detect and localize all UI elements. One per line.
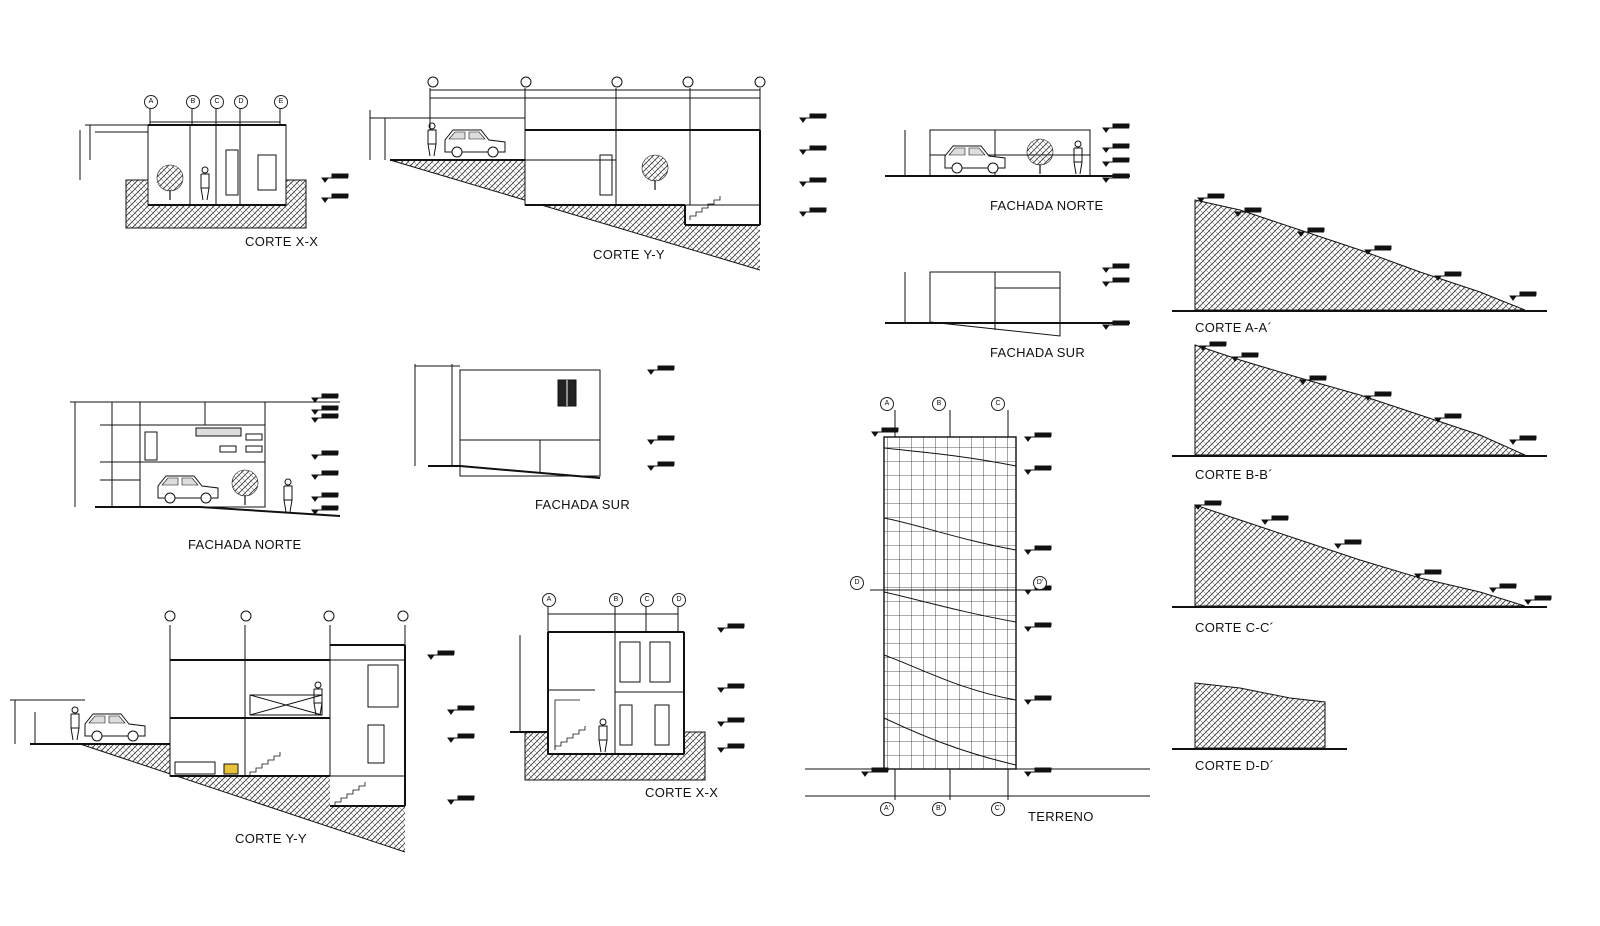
- corte-dd-drawing: [1172, 682, 1347, 750]
- axis-bubble-icon: B: [186, 95, 200, 109]
- axis-bubble-icon: D: [672, 593, 686, 607]
- title-corte-xx-bottom: CORTE X-X: [645, 785, 719, 800]
- title-terreno: TERRENO: [1028, 809, 1094, 824]
- corte-xx-bottom-drawing: [510, 606, 745, 781]
- axis-bubble-icon: C: [210, 95, 224, 109]
- fachada-norte-right-drawing: [885, 123, 1130, 183]
- corte-yy-bottom-drawing: [10, 610, 475, 853]
- title-corte-xx-top: CORTE X-X: [245, 234, 319, 249]
- axis-bubble-icon: D': [1033, 576, 1047, 590]
- axis-bubble-icon: C': [991, 802, 1005, 816]
- title-fachada-sur-right: FACHADA SUR: [990, 345, 1086, 360]
- axis-bubble-icon: A: [880, 397, 894, 411]
- axis-bubble-icon: B: [932, 397, 946, 411]
- corte-cc-drawing: [1172, 500, 1552, 608]
- title-corte-aa: CORTE A-A´: [1195, 320, 1273, 335]
- fachada-sur-mid-drawing: [414, 364, 675, 479]
- axis-bubble-icon: B': [932, 802, 946, 816]
- axis-bubble-icon: A': [880, 802, 894, 816]
- corte-yy-top-drawing: [369, 76, 827, 271]
- title-fachada-norte-right: FACHADA NORTE: [990, 198, 1104, 213]
- axis-bubble-icon: A: [144, 95, 158, 109]
- axis-bubble-icon: D: [850, 576, 864, 590]
- title-corte-bb: CORTE B-B´: [1195, 467, 1273, 482]
- axis-bubble-icon: C: [991, 397, 1005, 411]
- terreno-drawing: [805, 410, 1150, 800]
- fachada-norte-left-drawing: [70, 393, 341, 517]
- axis-bubble-icon: A: [542, 593, 556, 607]
- corte-bb-drawing: [1172, 341, 1547, 457]
- axis-bubble-icon: B: [609, 593, 623, 607]
- corte-aa-drawing: [1172, 193, 1547, 312]
- fachada-sur-right-drawing: [885, 263, 1130, 337]
- title-fachada-sur-mid: FACHADA SUR: [535, 497, 631, 512]
- axis-bubble-icon: C: [640, 593, 654, 607]
- title-corte-cc: CORTE C-C´: [1195, 620, 1275, 635]
- title-corte-yy-bottom: CORTE Y-Y: [235, 831, 307, 846]
- title-fachada-norte-left: FACHADA NORTE: [188, 537, 302, 552]
- title-corte-dd: CORTE D-D´: [1195, 758, 1275, 773]
- title-corte-yy-top: CORTE Y-Y: [593, 247, 665, 262]
- corte-xx-top-drawing: [79, 105, 349, 229]
- axis-bubble-icon: E: [274, 95, 288, 109]
- axis-bubble-icon: D: [234, 95, 248, 109]
